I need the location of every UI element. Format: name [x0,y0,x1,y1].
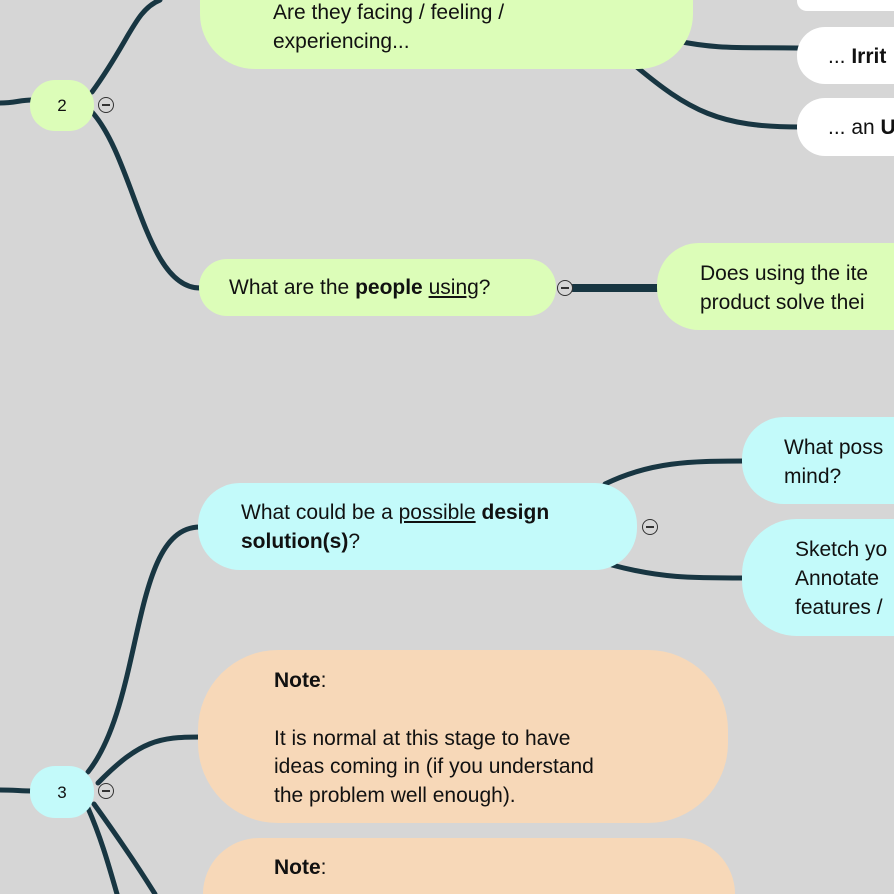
design-line1: What could be a possible design [241,501,550,524]
note2-node[interactable]: Note: [203,838,735,894]
node-2[interactable]: 2 [30,80,94,131]
using-label: What are the people using? [229,276,491,299]
possible-node[interactable]: What poss mind? [742,417,894,504]
top-white-node[interactable] [797,0,894,11]
note1-node[interactable]: Note: It is normal at this stage to have… [198,650,728,823]
facing-line1: Are they facing / feeling / [273,1,505,24]
connector-facing-an [629,60,803,130]
note1-line2: ideas coming in (if you understand [274,755,594,778]
connector-3-note1 [95,734,203,786]
node-3[interactable]: 3 [30,766,94,818]
collapse-3-icon[interactable] [98,783,114,799]
sketch-line3: features / [795,596,883,619]
sketch-line2: Annotate [795,567,880,590]
irritation-label: ... Irrit [828,45,887,68]
possible-line2: mind? [784,465,842,488]
design-node[interactable]: What could be a possible design solution… [198,483,637,570]
connector-facing-irritation [669,37,803,51]
connector-into-2 [0,97,35,106]
connector-3-design [85,524,203,775]
connector-2-facing [89,0,163,95]
connector-2-using [89,109,203,291]
facing-node[interactable]: Are they facing / feeling / experiencing… [200,0,693,69]
does-line1: Does using the ite [700,262,869,285]
an-node[interactable]: ... an U [797,98,894,156]
connector-3-down2 [91,801,158,894]
irritation-node[interactable]: ... Irrit [797,27,894,84]
design-line2: solution(s)? [241,530,361,553]
note2-title: Note: [274,856,327,879]
connector-design-sketch [609,562,748,581]
note1-line1: It is normal at this stage to have [274,727,571,750]
facing-line2: experiencing... [273,30,410,53]
connector-design-possible [602,458,748,487]
possible-line1: What poss [784,436,884,459]
sketch-node[interactable]: Sketch yo Annotate features / [742,519,894,636]
using-node[interactable]: What are the people using? [199,259,556,316]
connector-into-3 [0,787,35,794]
note1-title: Note: [274,669,327,692]
node-3-label: 3 [57,782,67,802]
node-2-label: 2 [57,96,67,115]
collapse-2-icon[interactable] [98,97,114,113]
sketch-line1: Sketch yo [795,538,888,561]
collapse-design-icon[interactable] [642,519,658,535]
does-line2: product solve thei [700,291,865,314]
note1-line3: the problem well enough). [274,784,516,807]
collapse-using-icon[interactable] [557,280,573,296]
an-label: ... an U [828,116,894,139]
does-node[interactable]: Does using the ite product solve thei [657,243,894,330]
connector-3-down1 [85,805,120,894]
